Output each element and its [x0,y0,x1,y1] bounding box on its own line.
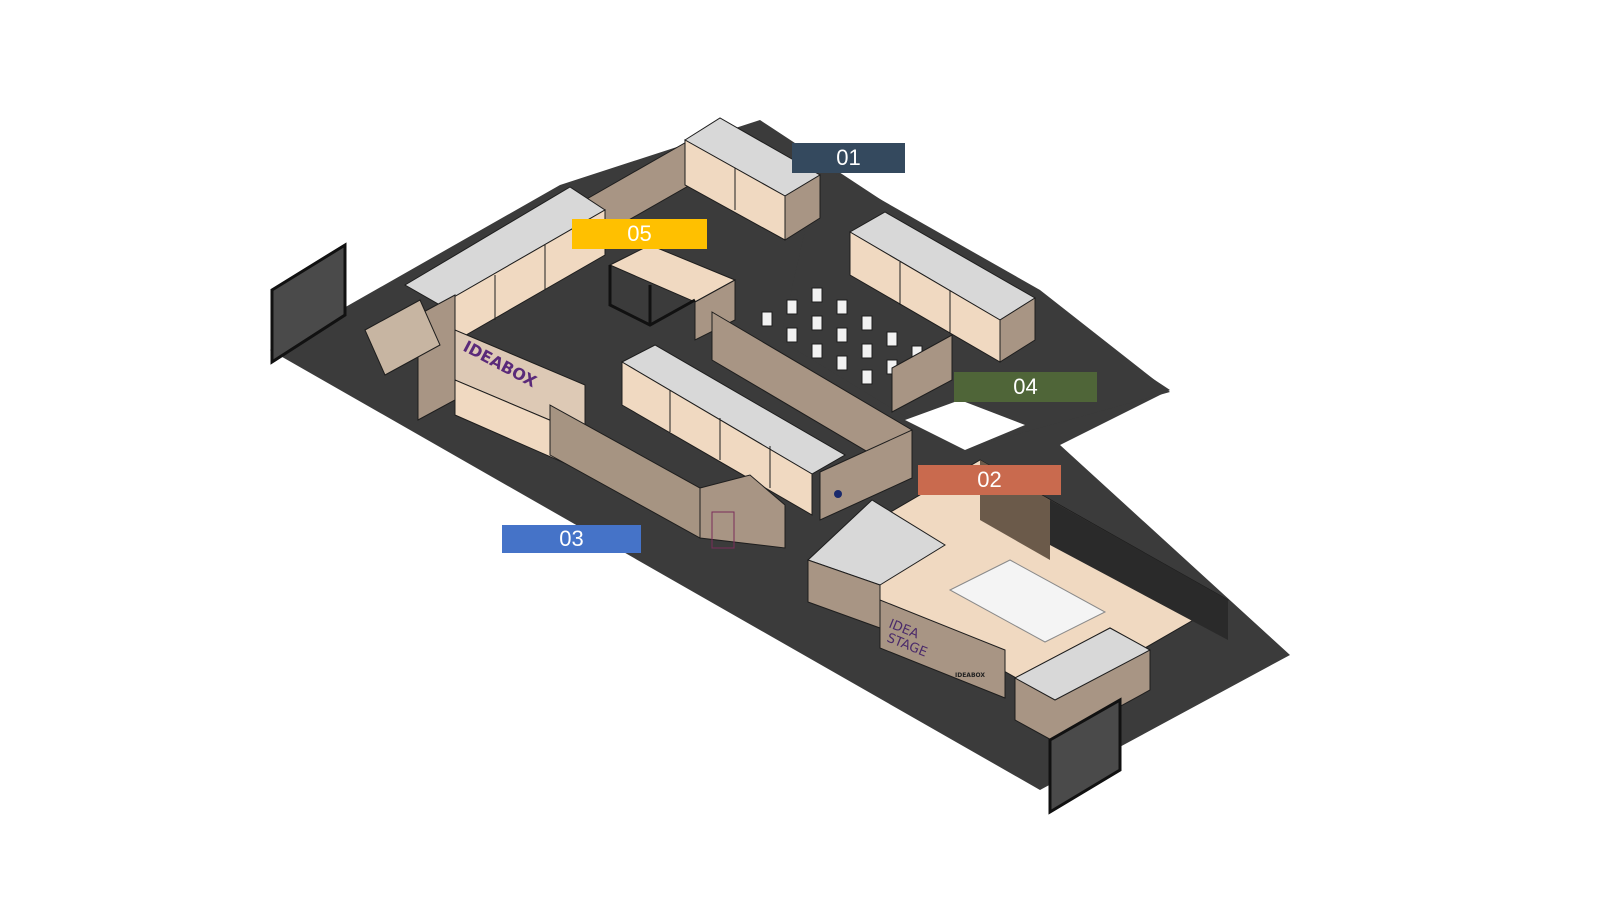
zone-tag-04: 04 [954,372,1097,402]
cardboard-wall [549,404,786,549]
kiosk-grid [761,287,923,385]
door-south [1048,697,1122,815]
door-west [270,242,347,365]
center-wall [711,311,913,521]
zone-tag-05: 05 [572,219,707,249]
zone-tag-02: 02 [918,465,1061,495]
ideabox-small-sign: IDEABOX [955,672,985,679]
booth-row-north [684,117,821,241]
floor-opening [905,400,1025,450]
booth-row-east [849,211,1036,363]
zone-tag-01: 01 [792,143,905,173]
idea-stage-area [806,459,1230,743]
booth-row-center [620,344,846,516]
seating-rows [948,559,1107,643]
partition-east [891,334,953,413]
zone-tag-03: 03 [502,525,641,553]
